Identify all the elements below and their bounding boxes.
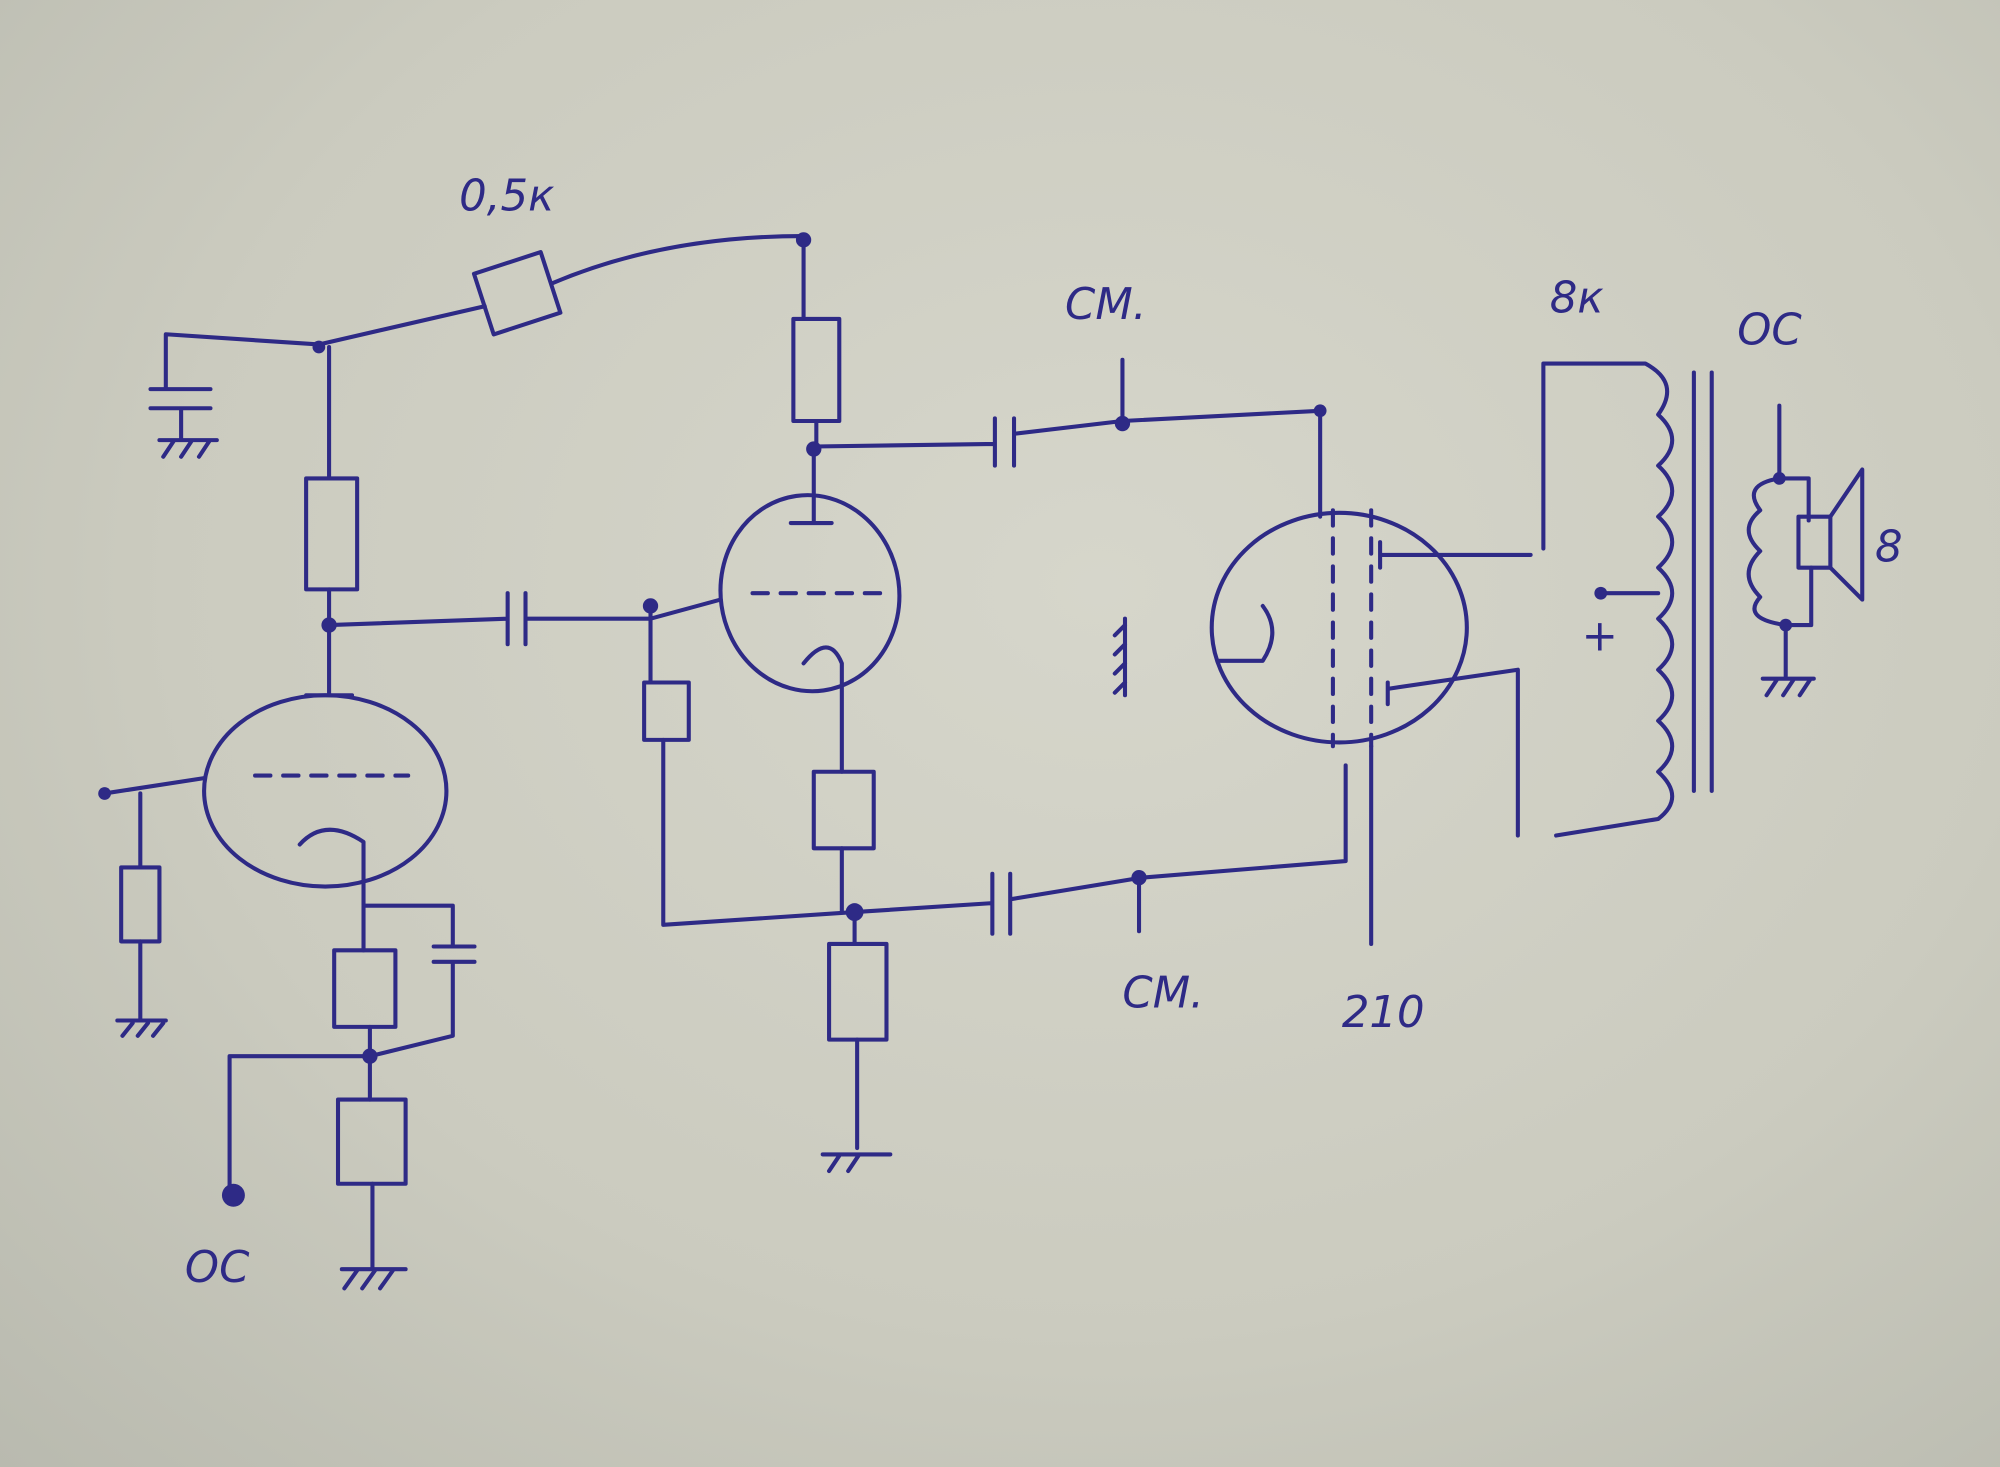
coupling-capacitor-1 (327, 591, 723, 647)
grid-resistor-1 (115, 791, 168, 1038)
label-feedback-resistor: 0,5к (459, 172, 554, 222)
label-output-tube: 210 (1342, 988, 1425, 1038)
label-plus: + (1582, 612, 1618, 662)
label-output-impedance: 8к (1550, 274, 1604, 324)
cathode-network-1 (221, 903, 477, 1291)
tube-3 (1112, 508, 1533, 946)
coupling-capacitors-2 (811, 357, 1348, 936)
speaker (1746, 403, 1865, 698)
tube-2 (642, 441, 902, 1174)
label-speaker-impedance: 8 (1875, 522, 1903, 572)
label-feedback-input: ОС (185, 1243, 250, 1293)
label-bias-top: СМ. (1065, 280, 1146, 330)
label-feedback-top: ОС (1737, 305, 1802, 355)
output-transformer (1541, 361, 1714, 838)
plate-network-1 (148, 232, 842, 633)
label-bias-bottom: СМ. (1122, 969, 1203, 1019)
tube-1 (98, 623, 449, 908)
